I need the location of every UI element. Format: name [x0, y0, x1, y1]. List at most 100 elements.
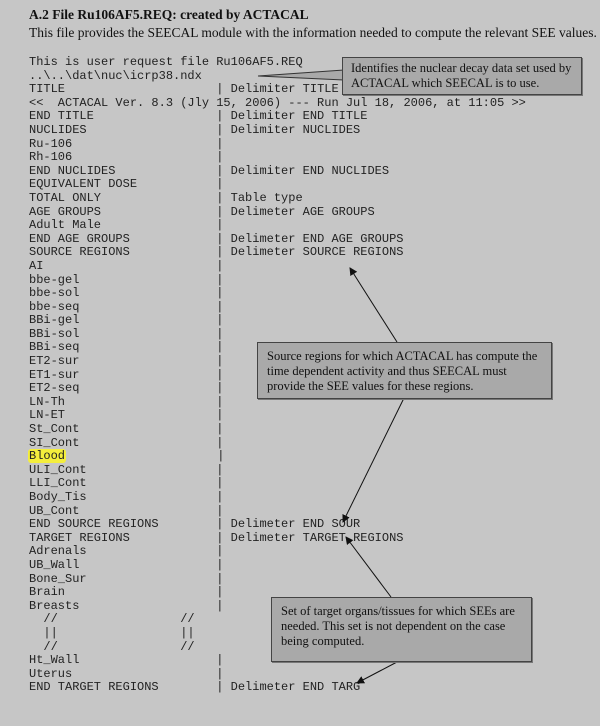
listing-line: END TARGET REGIONS | Delimeter END TARG [29, 681, 526, 695]
listing-line: TOTAL ONLY | Table type [29, 190, 526, 206]
listing-comment: Delimiter END TITLE [230, 109, 368, 124]
listing-line: SI_Cont | [29, 435, 526, 451]
column-separator: | [101, 218, 231, 233]
column-separator: | [79, 367, 231, 382]
column-separator: | [79, 272, 231, 287]
column-separator: | [79, 299, 231, 314]
column-separator: | [65, 408, 231, 423]
callout-target-regions: Set of target organs/tissues for which S… [271, 597, 532, 662]
listing-comment: Delimiter NUCLIDES [230, 122, 361, 137]
listing-key: UB_Cont [29, 503, 80, 518]
listing-key: St_Cont [29, 422, 80, 437]
column-separator: | [65, 82, 231, 97]
listing-line: UB_Wall | [29, 557, 526, 573]
column-separator: | [79, 340, 231, 355]
listing-key: || || [29, 625, 195, 640]
column-separator: | [79, 313, 231, 328]
listing-line: END AGE GROUPS | Delimeter END AGE GROUP… [29, 231, 526, 247]
column-separator: | [137, 177, 231, 192]
listing-key: BBi-sol [29, 326, 80, 341]
listing-line: EQUIVALENT DOSE | [29, 178, 526, 192]
listing-line: TARGET REGIONS | Delimeter TARGET REGION… [29, 530, 526, 546]
listing-line: BBi-gel | [29, 313, 526, 328]
listing-comment: Delimiter TITLE [230, 82, 339, 97]
listing-line: Bone_Sur | [29, 571, 526, 587]
listing-key: Rh-106 [29, 150, 73, 165]
listing-key: Ru-106 [29, 136, 73, 151]
column-separator: | [86, 571, 231, 586]
column-separator: | [79, 381, 231, 396]
listing-line: Body_Tis | [29, 490, 526, 505]
listing-line: Breasts | [29, 598, 526, 614]
column-separator: | [101, 204, 231, 219]
callout-pointer-nuclear [257, 69, 345, 81]
listing-key: Bone_Sur [29, 571, 87, 586]
listing-line: Adrenals | [29, 545, 526, 559]
column-separator: | [43, 258, 231, 273]
column-separator: | [79, 286, 231, 301]
column-separator: | [72, 136, 231, 151]
column-separator: | [79, 354, 231, 369]
listing-key: NUCLIDES [29, 122, 87, 137]
listing-line: AI | [29, 258, 526, 274]
listing-key: bbe-gel [29, 272, 80, 287]
listing-key: END NUCLIDES [29, 163, 116, 178]
column-separator: | [79, 503, 231, 518]
listing-key: SI_Cont [29, 435, 80, 450]
column-separator: | [86, 476, 231, 491]
listing-key: Body_Tis [29, 490, 87, 504]
listing-key: // // [29, 639, 195, 654]
callout-nuclear-data: Identifies the nuclear decay data set us… [342, 57, 582, 95]
column-separator: | [129, 530, 231, 545]
listing-line: Ru-106 | [29, 136, 526, 152]
column-separator: | [79, 435, 231, 450]
listing-key: AI [29, 258, 44, 273]
column-separator: | [72, 150, 231, 165]
request-file-listing: This is user request file Ru106AF5.REQ..… [28, 55, 526, 695]
listing-line: ULI_Cont | [29, 463, 526, 478]
column-separator: | [129, 231, 231, 246]
column-separator: | [79, 557, 231, 572]
listing-key: TOTAL ONLY [29, 190, 102, 205]
listing-line: Uterus | [29, 666, 526, 682]
listing-comment: Delimeter AGE GROUPS [230, 204, 375, 219]
column-separator: | [86, 490, 231, 504]
listing-key: bbe-seq [29, 299, 80, 314]
listing-key: SOURCE REGIONS [29, 245, 130, 260]
column-separator: | [79, 598, 231, 613]
listing-key: UB_Wall [29, 557, 80, 572]
listing-line: END NUCLIDES | Delimiter END NUCLIDES [29, 163, 526, 179]
listing-line: END SOURCE REGIONS | Delimeter END SOUR [29, 517, 526, 532]
listing-line: << ACTACAL Ver. 8.3 (Jly 15, 2006) --- R… [29, 96, 526, 111]
column-separator: | [79, 326, 231, 341]
listing-key: LN-ET [29, 408, 66, 423]
listing-line: St_Cont | [29, 422, 526, 437]
listing-line: NUCLIDES | Delimiter NUCLIDES [29, 122, 526, 138]
column-separator: | [72, 666, 231, 681]
listing-key: ET1-sur [29, 367, 80, 382]
listing-line: bbe-gel | [29, 272, 526, 288]
listing-key: EQUIVALENT DOSE [29, 177, 138, 192]
listing-line: LN-ET | [29, 409, 526, 423]
listing-line: bbe-sol | [29, 286, 526, 301]
listing-line: // // [29, 639, 526, 655]
listing-line: ET2-seq | [29, 381, 526, 396]
listing-comment: Delimeter END SOUR [230, 517, 361, 532]
listing-key: AGE GROUPS [29, 204, 102, 219]
listing-key: Ht_Wall [29, 653, 80, 668]
listing-line: END TITLE | Delimiter END TITLE [29, 110, 526, 124]
listing-key: Brain [29, 585, 66, 600]
arrow-end-source [342, 397, 405, 523]
arrow-target-regions [345, 536, 392, 598]
column-separator: | [66, 449, 232, 464]
listing-comment: Delimeter TARGET REGIONS [230, 530, 404, 545]
callout-source-regions: Source regions for which ACTACAL has com… [257, 342, 552, 399]
column-separator: | [158, 517, 231, 532]
listing-line: Adult Male | [29, 218, 526, 233]
listing-key: bbe-sol [29, 286, 80, 301]
listing-key: Breasts [29, 598, 80, 613]
listing-line: // // [29, 613, 526, 627]
listing-line: SOURCE REGIONS | Delimeter SOURCE REGION… [29, 246, 526, 260]
listing-key: TARGET REGIONS [29, 530, 130, 545]
